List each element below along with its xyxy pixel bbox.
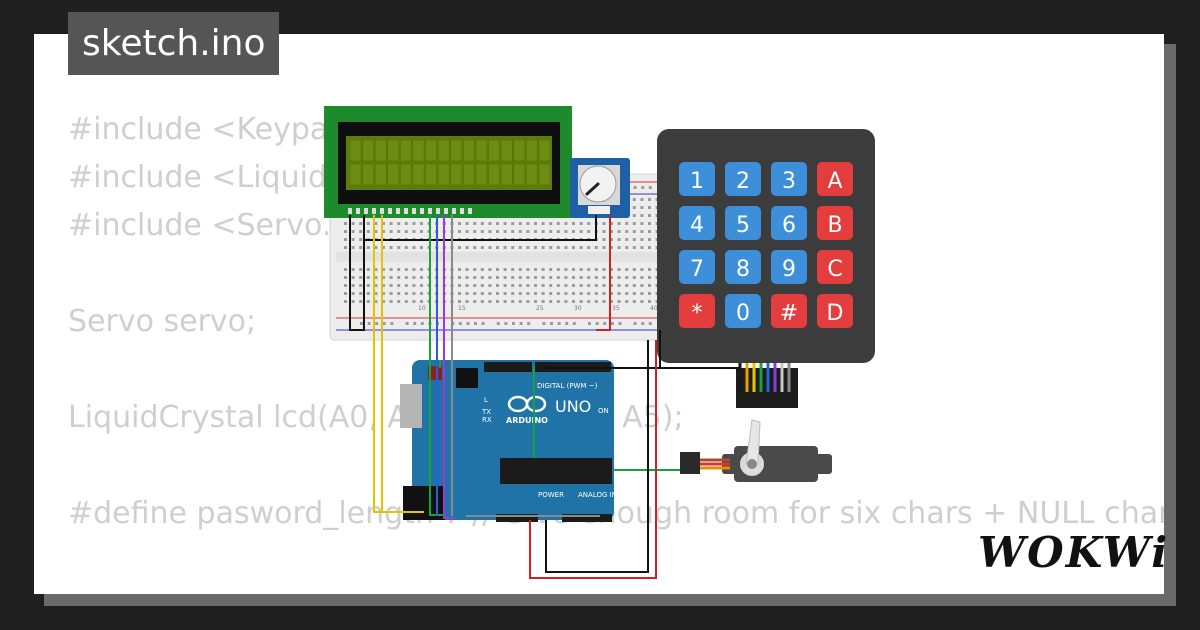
bb-col-40: 40 xyxy=(650,305,658,312)
keypad-key-#[interactable]: # xyxy=(771,294,807,328)
arduino-model: UNO xyxy=(555,397,591,416)
keypad-key-label: B xyxy=(827,213,842,238)
arduino-on-label: ON xyxy=(598,407,609,415)
keypad-key-label: 7 xyxy=(690,257,704,282)
keypad-key-3[interactable]: 3 xyxy=(771,162,807,196)
keypad-key-*[interactable]: * xyxy=(679,294,715,328)
keypad-key-C[interactable]: C xyxy=(817,250,853,284)
keypad-key-label: 5 xyxy=(736,213,750,238)
lcd-pin-header xyxy=(348,208,472,214)
keypad-4x4: 1 2 3 A 4 5 6 B 7 8 9 C * 0 # D xyxy=(657,129,875,408)
keypad-key-1[interactable]: 1 xyxy=(679,162,715,196)
keypad-key-label: 2 xyxy=(736,169,750,194)
keypad-key-5[interactable]: 5 xyxy=(725,206,761,240)
arduino-analog-label: ANALOG IN xyxy=(578,491,617,499)
keypad-key-label: 6 xyxy=(782,213,796,238)
keypad-key-4[interactable]: 4 xyxy=(679,206,715,240)
keypad-key-label: 1 xyxy=(690,169,704,194)
wokwi-logo: WOKWi xyxy=(978,528,1170,577)
bb-col-35: 35 xyxy=(612,305,620,312)
wires xyxy=(349,215,740,579)
bb-col-15: 15 xyxy=(458,305,466,312)
code-line: byte data_count = 0, master_count = 0; xyxy=(68,586,1164,594)
card-shadow-bottom xyxy=(44,594,1176,606)
keypad-key-label: * xyxy=(692,301,703,326)
keypad-key-B[interactable]: B xyxy=(817,206,853,240)
servo-motor[interactable] xyxy=(680,419,832,482)
lcd-character-cells xyxy=(349,139,551,186)
keypad-key-2[interactable]: 2 xyxy=(725,162,761,196)
bb-col-25: 25 xyxy=(536,305,544,312)
keypad-key-label: 3 xyxy=(782,169,796,194)
bb-col-30: 30 xyxy=(574,305,582,312)
code-line: Servo servo; xyxy=(68,304,257,339)
keypad-key-9[interactable]: 9 xyxy=(771,250,807,284)
bb-col-10: 10 xyxy=(418,305,426,312)
arduino-tx-label: TX xyxy=(481,408,491,416)
keypad-key-A[interactable]: A xyxy=(817,162,853,196)
keypad-key-label: C xyxy=(827,257,842,282)
keypad-key-7[interactable]: 7 xyxy=(679,250,715,284)
arduino-digital-label: DIGITAL (PWM ~) xyxy=(537,382,598,390)
code-line: #define pasword_length 7 // Give enough … xyxy=(68,496,1164,531)
keypad-key-label: 9 xyxy=(782,257,796,282)
keypad-key-label: A xyxy=(827,169,842,194)
arduino-l-label: L xyxy=(484,396,488,404)
card-shadow-right xyxy=(1164,44,1176,604)
keypad-key-label: 4 xyxy=(690,213,704,238)
keypad-key-label: # xyxy=(780,301,798,326)
keypad-key-8[interactable]: 8 xyxy=(725,250,761,284)
keypad-key-label: D xyxy=(827,301,844,326)
arduino-brand: ARDUINO xyxy=(506,416,548,425)
keypad-key-0[interactable]: 0 xyxy=(725,294,761,328)
arduino-power-label: POWER xyxy=(538,491,564,499)
potentiometer[interactable] xyxy=(570,158,630,218)
keypad-key-label: 8 xyxy=(736,257,750,282)
potentiometer-knob-indicator xyxy=(585,182,600,196)
keypad-key-label: 0 xyxy=(736,301,750,326)
lcd-module[interactable] xyxy=(324,106,572,218)
file-title-tab: sketch.ino xyxy=(68,12,280,75)
keypad-key-D[interactable]: D xyxy=(817,294,853,328)
arduino-rx-label: RX xyxy=(482,416,492,424)
keypad-key-6[interactable]: 6 xyxy=(771,206,807,240)
arduino-infinity-logo xyxy=(507,395,547,413)
arduino-uno-board[interactable]: DIGITAL (PWM ~) L TX RX UNO ARDUINO ON P… xyxy=(400,360,617,522)
